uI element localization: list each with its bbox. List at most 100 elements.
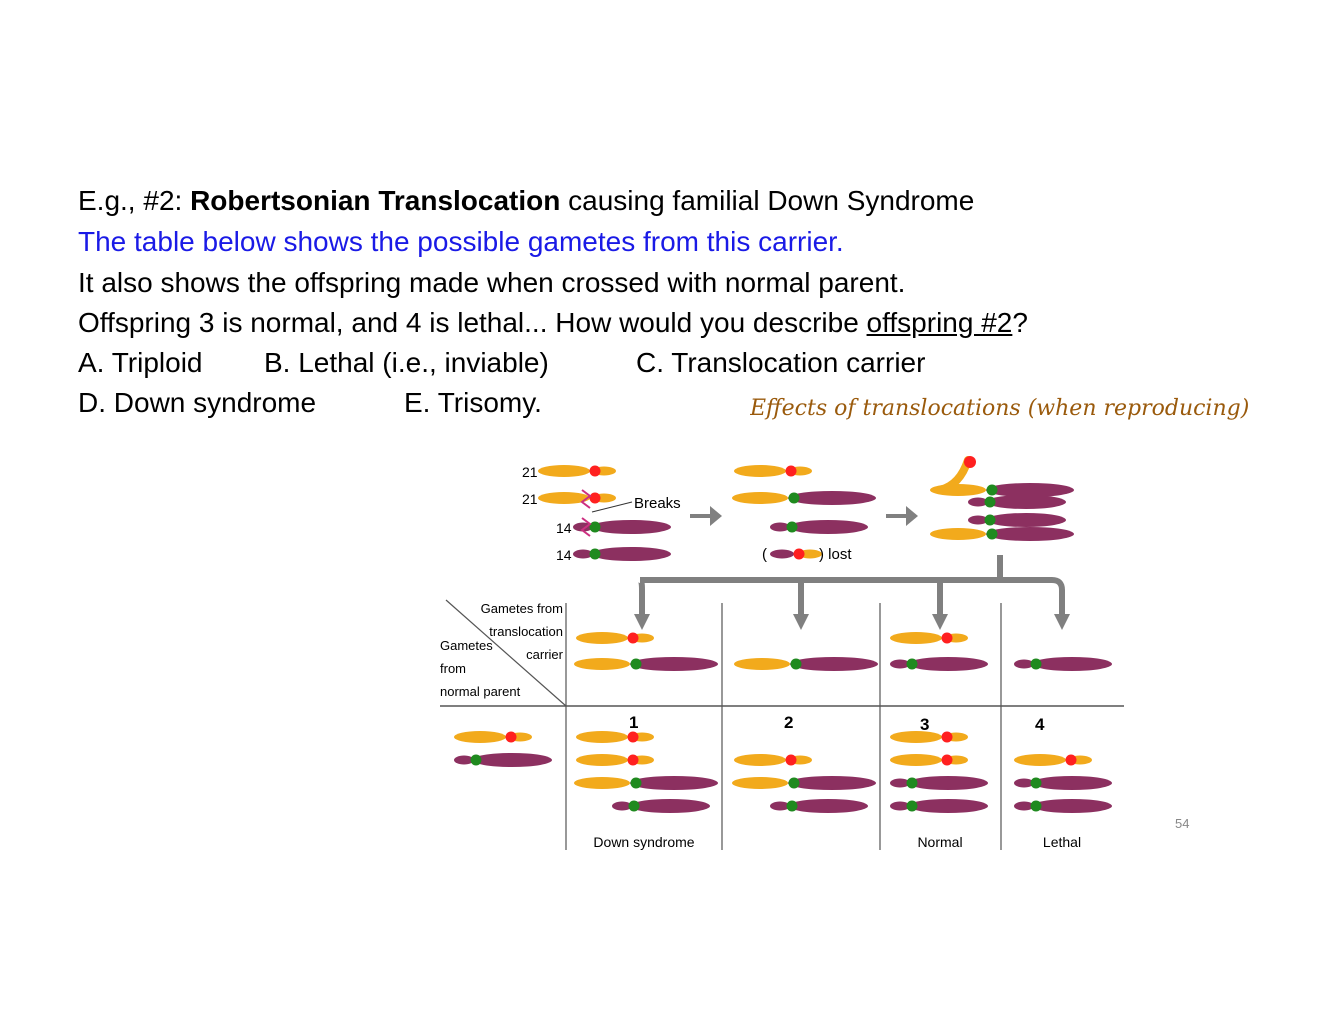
gamete1-translocation-centromere <box>630 658 642 670</box>
bracket-right-drop <box>1051 577 1065 618</box>
title-line: E.g., #2: Robertsonian Translocation cau… <box>78 184 974 218</box>
label-21b: 21 <box>522 491 538 507</box>
gamete4-chr14-long-arm <box>1032 657 1112 671</box>
off3-chr14-b-long-arm <box>908 799 988 813</box>
off2-translocation-arm-21 <box>732 777 788 789</box>
off2-chr14-short-arm <box>770 801 790 811</box>
normal-chr21-centromere <box>505 731 517 743</box>
arrowhead-4 <box>1054 614 1070 630</box>
off3-chr14-a-long-arm <box>908 776 988 790</box>
off3-chr14-a-centromere <box>906 777 918 789</box>
title-prefix: E.g., #2: <box>78 185 191 216</box>
pair-chr14-upper-short-arm <box>968 497 988 507</box>
breaks-label: Breaks <box>634 495 681 512</box>
off2-translocation-arm-14 <box>788 776 876 790</box>
gamete3-chr21-long-arm <box>890 632 942 644</box>
pair-chr14-lower-short-arm <box>968 515 988 525</box>
top-chr14-b-short-arm <box>573 549 593 559</box>
mid-translocation-arm-21 <box>732 492 788 504</box>
blue-note: The table below shows the possible gamet… <box>78 226 844 257</box>
off1-translocation-centromere <box>630 777 642 789</box>
header-carrier-3: carrier <box>526 647 564 662</box>
off4-chr21-long-arm <box>1014 754 1066 766</box>
mid-chr14-centromere <box>786 521 798 533</box>
arrow-step-1 <box>690 506 722 526</box>
mid-translocation-centromere <box>788 492 800 504</box>
off1-chr14-long-arm <box>630 799 710 813</box>
arrowhead-1 <box>634 614 650 630</box>
offspring-number-3: 3 <box>920 715 929 734</box>
break-mark-upper <box>580 489 592 509</box>
off4-chr14-a-long-arm <box>1032 776 1112 790</box>
title-suffix: causing familial Down Syndrome <box>560 185 975 216</box>
arrowhead-3 <box>932 614 948 630</box>
effects-caption: Effects of translocations (when reproduc… <box>750 396 1250 421</box>
off3-chr14-a-short-arm <box>890 778 910 788</box>
mid-chr14-long-arm <box>788 520 868 534</box>
header-carrier-1: Gametes from <box>481 601 563 616</box>
question-prefix: Offspring 3 is normal, and 4 is lethal..… <box>78 307 867 338</box>
gamete3-chr14-short-arm <box>890 659 910 669</box>
gamete2-translocation-arm-14 <box>790 657 878 671</box>
off1-translocation-arm-14 <box>630 776 718 790</box>
off3-chr14-b-centromere <box>906 800 918 812</box>
gamete2-translocation-arm-21 <box>734 658 790 670</box>
header-carrier-2: translocation <box>489 624 563 639</box>
top-chr21-a-long-arm <box>538 465 590 477</box>
off3-chr21-b-centromere <box>941 754 953 766</box>
arrow-step-2 <box>886 506 918 526</box>
gamete1-translocation-arm-21 <box>574 658 630 670</box>
off1-chr14-centromere <box>628 800 640 812</box>
option-c: C. Translocation carrier <box>636 347 926 378</box>
off1-chr21-b-centromere <box>627 754 639 766</box>
top-chr21-b-centromere <box>589 492 601 504</box>
pair-chr14-lower-long-arm <box>986 513 1066 527</box>
pair-translocation-arm-14 <box>986 483 1074 497</box>
top-chr21-b-long-arm <box>538 492 590 504</box>
outcome-3: Normal <box>917 834 962 850</box>
pair-chr14-lower-centromere <box>984 514 996 526</box>
off1-chr21-a-centromere <box>627 731 639 743</box>
offspring-number-1: 1 <box>629 713 638 732</box>
off1-translocation-arm-21 <box>574 777 630 789</box>
pair-translocation-centromere <box>986 484 998 496</box>
outcome-4: Lethal <box>1043 834 1081 850</box>
offspring-number-4: 4 <box>1035 715 1045 734</box>
outcome-1: Down syndrome <box>593 834 694 850</box>
off2-chr14-long-arm <box>788 799 868 813</box>
chromosome-layer <box>454 456 1112 813</box>
header-normal-1: Gametes <box>440 638 493 653</box>
pair-translocation-lower-arm-14 <box>986 527 1074 541</box>
pair-translocation-lower-arm-21 <box>930 528 986 540</box>
pair-chr21-centromere <box>964 456 976 468</box>
lost-close: ) lost <box>819 546 852 563</box>
off4-chr14-a-centromere <box>1030 777 1042 789</box>
off1-chr21-b-long-arm <box>576 754 628 766</box>
gamete2-translocation-centromere <box>790 658 802 670</box>
gamete3-chr14-long-arm <box>908 657 988 671</box>
off1-chr21-a-long-arm <box>576 731 628 743</box>
gamete3-chr14-centromere <box>906 658 918 670</box>
top-chr14-b-long-arm <box>591 547 671 561</box>
pair-chr14-upper-centromere <box>984 496 996 508</box>
mid-translocation-arm-14 <box>788 491 876 505</box>
off4-chr21-centromere <box>1065 754 1077 766</box>
off1-chr14-short-arm <box>612 801 632 811</box>
top-chr14-a-long-arm <box>591 520 671 534</box>
off3-chr14-b-short-arm <box>890 801 910 811</box>
question-underlined: offspring #2 <box>866 307 1013 338</box>
top-chr14-b-centromere <box>589 548 601 560</box>
top-chr21-a-centromere <box>589 465 601 477</box>
lost-open: ( <box>762 546 767 563</box>
normal-chr21-long-arm <box>454 731 506 743</box>
top-chr14-a-centromere <box>589 521 601 533</box>
label-14b: 14 <box>556 547 572 563</box>
mid-chr21-long-arm <box>734 465 786 477</box>
break-mark-lower <box>580 517 592 537</box>
off4-chr14-a-short-arm <box>1014 778 1034 788</box>
off3-chr21-a-long-arm <box>890 731 942 743</box>
gamete3-chr21-centromere <box>941 632 953 644</box>
gamete4-chr14-short-arm <box>1014 659 1034 669</box>
gamete1-chr21-centromere <box>627 632 639 644</box>
translocation-figure: 21 21 14 14 Breaks ( ) lost Gametes from… <box>440 456 1124 850</box>
